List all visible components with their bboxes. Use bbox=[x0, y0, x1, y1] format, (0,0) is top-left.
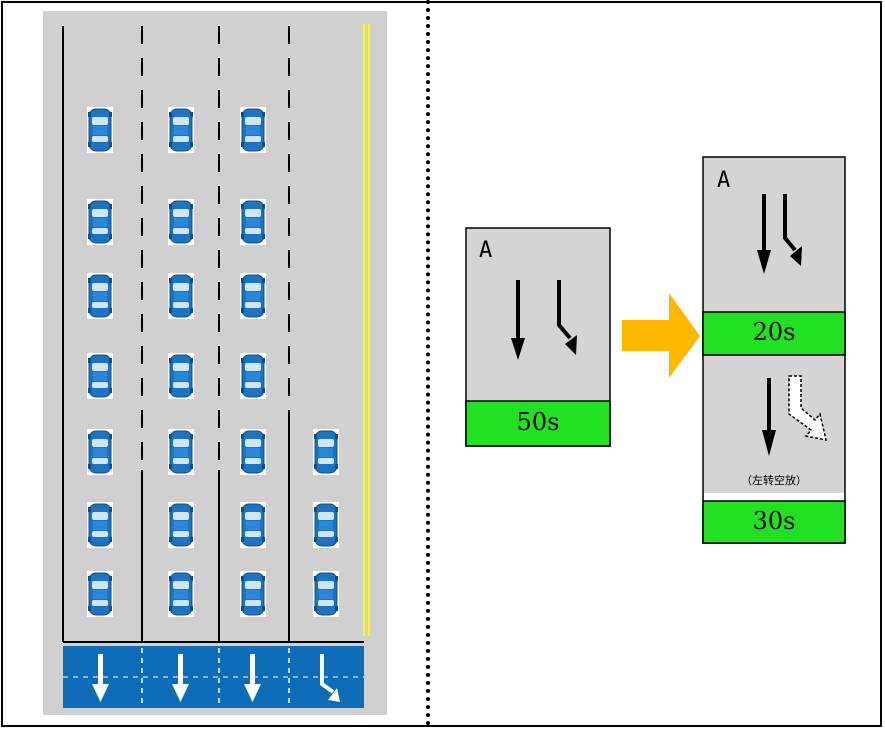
left-turn-arrow-icon bbox=[783, 194, 802, 266]
phase-after-lower-white bbox=[704, 493, 844, 501]
left-turn-arrow-icon bbox=[557, 280, 577, 355]
left-turn-empty-arrow-icon bbox=[788, 375, 827, 441]
straight-arrow-icon bbox=[511, 280, 525, 360]
phase-after-lower-time-bar bbox=[702, 500, 846, 544]
straight-arrow-icon bbox=[92, 654, 109, 702]
phase-after-lower-note: （左转空放） bbox=[741, 474, 807, 487]
straight-arrow-icon bbox=[244, 654, 261, 702]
straight-arrow-icon bbox=[172, 654, 189, 702]
phase-after-upper-time-bar bbox=[702, 311, 846, 356]
phase-after-upper-time: 20s bbox=[752, 318, 796, 346]
phase-before-time-bar bbox=[465, 400, 611, 447]
phase-before-time: 50s bbox=[516, 408, 560, 436]
straight-arrow-icon bbox=[762, 378, 776, 456]
phase-after-lower-time: 30s bbox=[752, 507, 796, 535]
section-divider bbox=[426, 0, 430, 726]
left-turn-arrow-icon bbox=[320, 654, 340, 702]
phase-before-label: A bbox=[479, 238, 493, 263]
phase-after-upper-label: A bbox=[717, 168, 731, 193]
straight-arrow-icon bbox=[757, 194, 771, 274]
transition-arrow-icon bbox=[622, 293, 700, 378]
